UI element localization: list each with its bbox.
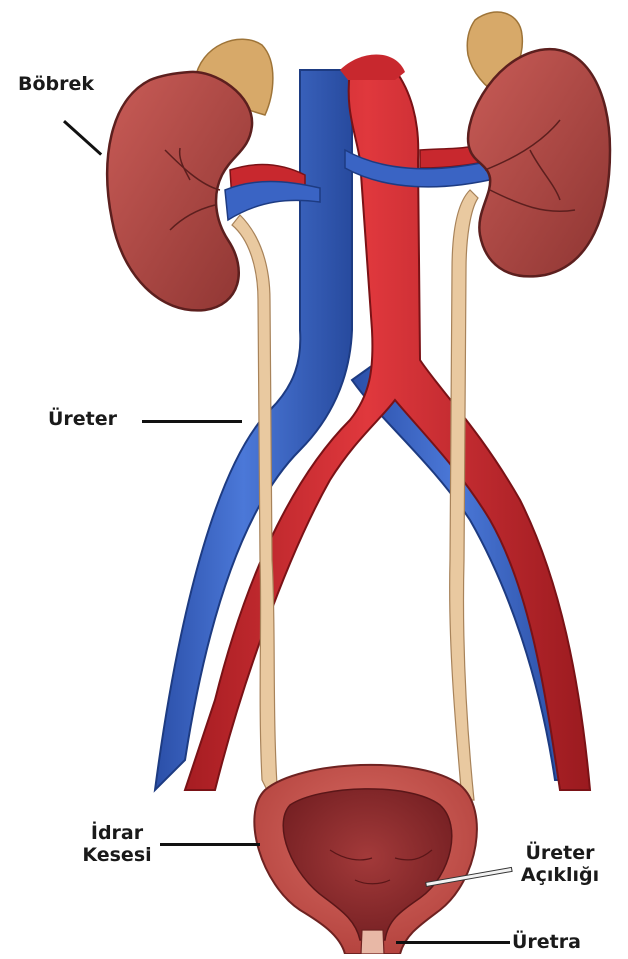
aorta-top (340, 55, 405, 81)
label-ureter-opening: Üreter Açıklığı (500, 842, 620, 886)
label-bladder: İdrar Kesesi (72, 822, 162, 866)
leader-ureter (142, 420, 242, 423)
label-ureter-opening-line1: Üreter (500, 842, 620, 864)
label-urethra: Üretra (512, 931, 581, 953)
urethra-tube (361, 930, 384, 954)
label-ureter-opening-line2: Açıklığı (500, 864, 620, 886)
label-bladder-line1: İdrar (72, 822, 162, 844)
right-kidney (468, 49, 610, 276)
label-ureter: Üreter (48, 408, 117, 430)
label-kidney: Böbrek (18, 73, 94, 95)
label-bladder-line2: Kesesi (72, 844, 162, 866)
leader-bladder (160, 843, 260, 846)
leader-urethra (396, 941, 510, 944)
